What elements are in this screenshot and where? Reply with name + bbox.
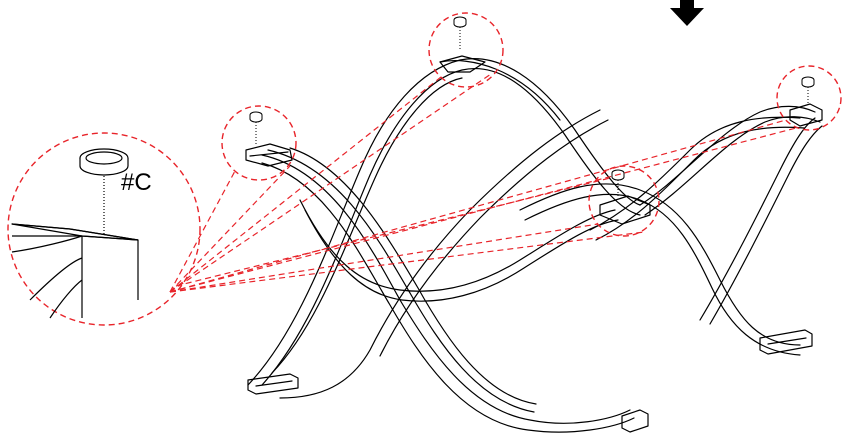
part-label: #C xyxy=(121,169,152,196)
table-frame xyxy=(245,55,823,433)
frame-arch-front xyxy=(247,58,641,386)
down-arrow-icon xyxy=(670,0,704,26)
frame-leg-middle xyxy=(279,109,619,399)
frame-feet xyxy=(247,329,813,433)
callout-leader-lines xyxy=(169,73,797,293)
frame-leg-right xyxy=(589,116,823,325)
callout-circles xyxy=(7,12,842,326)
felt-pad-detail-icon xyxy=(79,148,129,176)
callout-circle-top xyxy=(428,12,504,88)
callout-circle-left xyxy=(221,105,297,181)
callout-circle-right xyxy=(776,65,842,131)
frame-top-pads xyxy=(245,55,823,225)
callout-circle-detail xyxy=(7,132,201,326)
detail-magnified xyxy=(11,148,139,319)
frame-leg-left-to-right xyxy=(261,147,635,433)
felt-pad-icon xyxy=(249,16,815,198)
callout-circle-middle xyxy=(588,165,660,237)
frame-arch-back xyxy=(519,105,821,356)
